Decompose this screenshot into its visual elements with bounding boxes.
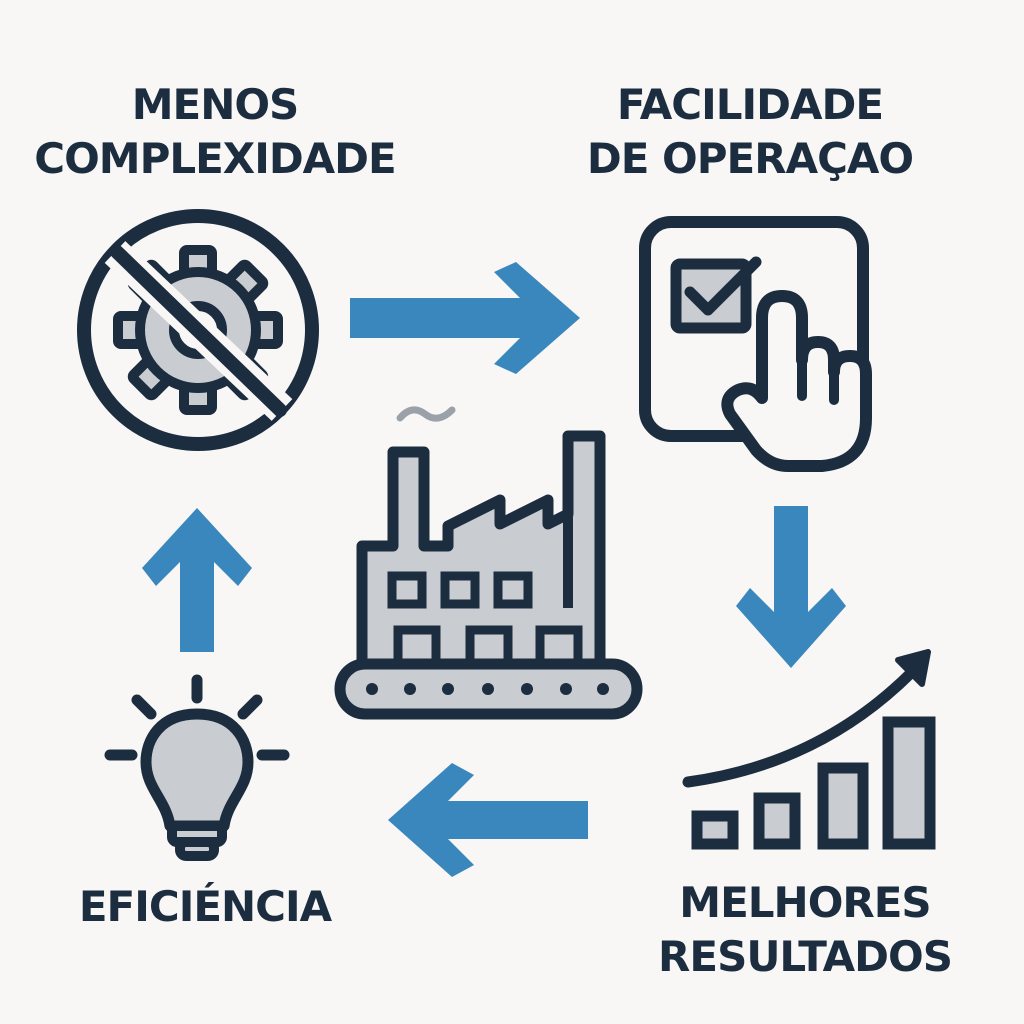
chart-bar-1: [691, 810, 739, 850]
label-menos-complexidade: MENOS COMPLEXIDADE: [20, 78, 410, 186]
label-line-1: FACILIDADE: [616, 80, 884, 129]
conveyor-rollers: [366, 683, 609, 695]
arrow-left: [388, 763, 588, 877]
no-gear-icon: [77, 209, 319, 451]
label-line-1: EFICIÉNCIA: [78, 882, 332, 931]
label-line-2: RESULTADOS: [658, 932, 953, 981]
arrow-up: [142, 508, 252, 652]
trend-line: [682, 666, 918, 788]
arrow-down: [736, 506, 846, 668]
checkbox-hand-icon: [639, 216, 872, 472]
chart-bar-4: [882, 716, 936, 850]
lightbulb-icon: [104, 674, 290, 861]
label-melhores-resultados: MELHORES RESULTADOS: [600, 876, 1010, 984]
smoke: [396, 406, 456, 422]
trend-arrowhead: [895, 649, 931, 687]
chart-bar-2: [753, 792, 801, 850]
arrow-right: [350, 262, 580, 374]
label-line-1: MENOS: [131, 80, 300, 129]
chart-bar-3: [817, 762, 869, 850]
growth-chart-icon: [682, 649, 936, 850]
label-line-1: MELHORES: [679, 878, 931, 927]
label-eficiencia: EFICIÉNCIA: [40, 880, 370, 934]
label-facilidade-de-operacao: FACILIDADE DE OPERAÇAO: [545, 78, 955, 186]
label-line-2: DE OPERAÇAO: [586, 134, 914, 183]
label-line-2: COMPLEXIDADE: [34, 134, 397, 183]
factory-icon: [334, 406, 643, 720]
